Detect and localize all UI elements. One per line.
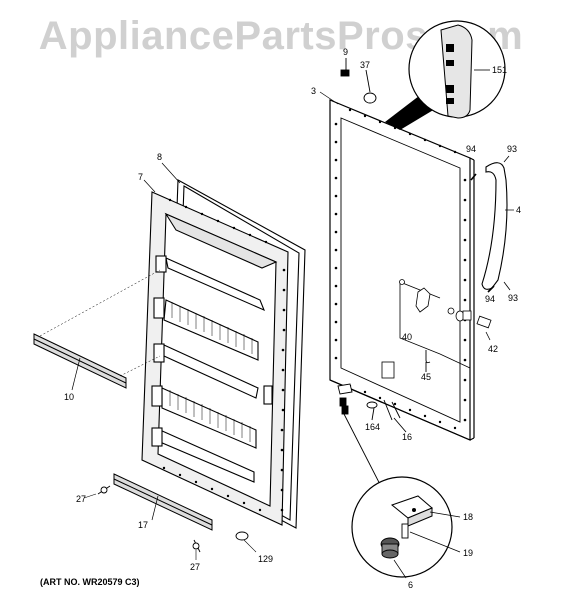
part-129	[235, 531, 257, 553]
hook-45	[425, 350, 431, 372]
callout-16: 16	[402, 432, 412, 442]
art-number: (ART NO. WR20579 C3)	[40, 577, 140, 587]
callout-40: 40	[402, 332, 412, 342]
top-hardware	[340, 58, 377, 104]
screws-27	[83, 485, 201, 560]
callout-17: 17	[138, 520, 148, 530]
callout-6: 6	[408, 580, 413, 590]
callout-45: 45	[421, 372, 431, 382]
bottom-hinge-hardware	[337, 383, 407, 433]
callout-151: 151	[492, 65, 507, 75]
callout-94-bottom: 94	[485, 294, 495, 304]
callout-9: 9	[343, 47, 348, 57]
callout-27-bottom: 27	[190, 562, 200, 572]
door-panel	[329, 99, 475, 441]
callout-27-left: 27	[76, 494, 86, 504]
callout-129: 129	[258, 554, 273, 564]
callout-7: 7	[138, 172, 143, 182]
door-liner	[141, 191, 289, 526]
door-handle	[481, 162, 514, 290]
callout-10: 10	[64, 392, 74, 402]
callout-18: 18	[463, 512, 473, 522]
lock-assembly	[399, 279, 492, 369]
handle-screws	[470, 155, 511, 293]
door-bottom-bracket	[381, 361, 395, 379]
callout-94-top: 94	[466, 144, 476, 154]
callout-19: 19	[463, 548, 473, 558]
callout-8: 8	[157, 152, 162, 162]
liner-screws	[162, 198, 286, 512]
callout-42: 42	[488, 344, 498, 354]
callout-164: 164	[365, 422, 380, 432]
shelf-grilles	[169, 302, 253, 442]
callout-3: 3	[311, 86, 316, 96]
shelf-bar-17	[113, 473, 213, 531]
callout-4: 4	[516, 205, 521, 215]
door-panel-screws	[334, 108, 467, 430]
callout-93-top: 93	[507, 144, 517, 154]
callout-93-bottom: 93	[508, 293, 518, 303]
detail-circle-151: 151	[385, 20, 507, 130]
callout-37: 37	[360, 60, 370, 70]
detail-circle-hinge	[343, 413, 461, 579]
shelf-bar-10	[33, 269, 161, 391]
